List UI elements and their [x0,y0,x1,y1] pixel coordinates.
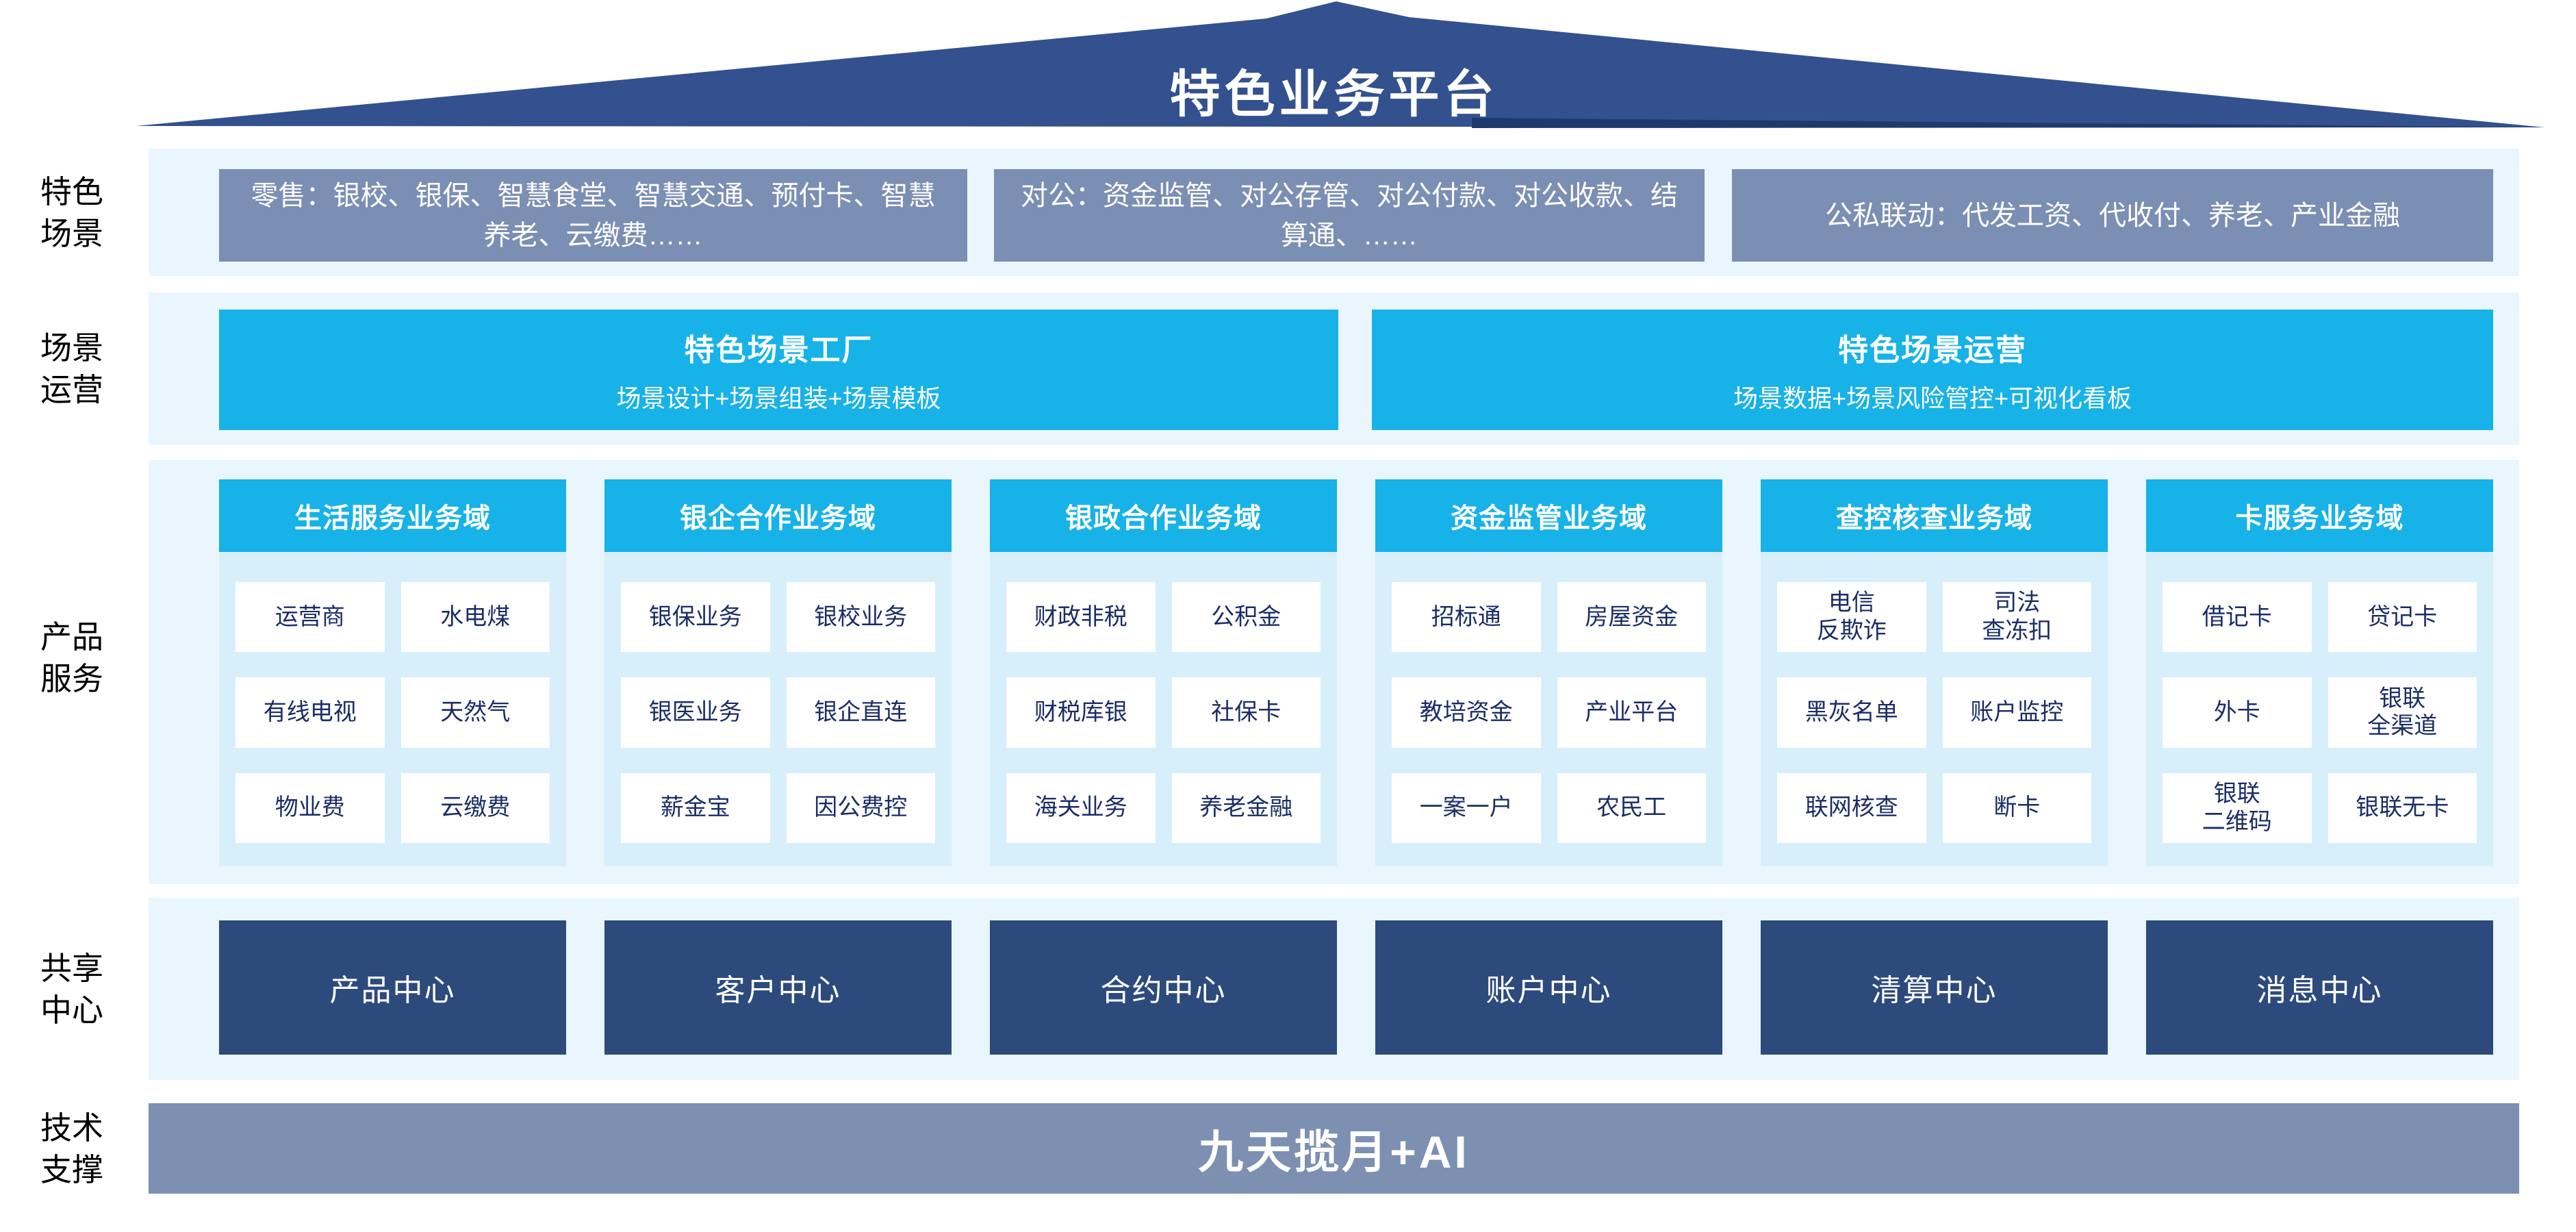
product-cell: 教培资金 [1392,677,1541,748]
center-box-product: 产品中心 [219,920,566,1055]
products-band: 生活服务业务域 运营商 水电煤 有线电视 天然气 物业费 云缴费 银企合作业务域… [149,460,2519,884]
side-label-shared: 共享 中心 [40,951,103,1028]
product-cell: 社保卡 [1171,677,1321,748]
center-box-account: 账户中心 [1375,920,1722,1055]
product-cell: 有线电视 [235,677,385,748]
product-cell: 银联 全渠道 [2328,677,2477,748]
scene-operation-subtitle: 场景数据+场景风险管控+可视化看板 [1733,384,2132,412]
column-bank-enterprise: 银企合作业务域 银保业务 银校业务 银医业务 银企直连 薪金宝 因公费控 [604,479,952,866]
column-body: 招标通 房屋资金 教培资金 产业平台 一案一户 农民工 [1375,552,1722,866]
scene-band: 零售：银校、银保、智慧食堂、智慧交通、预付卡、智慧养老、云缴费…… 对公：资金监… [149,149,2519,276]
product-cell: 电信 反欺诈 [1777,582,1926,653]
scene-factory-subtitle: 场景设计+场景组装+场景模板 [616,384,941,412]
scene-box-public-private: 公私联动：代发工资、代收付、养老、产业金融 [1732,169,2493,262]
product-cell: 公积金 [1171,582,1321,653]
product-cell: 外卡 [2163,677,2312,748]
column-body: 银保业务 银校业务 银医业务 银企直连 薪金宝 因公费控 [604,552,952,866]
product-cell: 贷记卡 [2328,582,2477,653]
product-cell: 联网核查 [1777,772,1926,843]
column-header: 银政合作业务域 [990,479,1337,552]
product-cell: 财政非税 [1006,582,1156,653]
product-cell: 账户监控 [1942,677,2091,748]
product-cell: 银企直连 [786,677,935,748]
product-cell: 财税库银 [1006,677,1156,748]
operation-band: 特色场景工厂 场景设计+场景组装+场景模板 特色场景运营 场景数据+场景风险管控… [149,292,2519,445]
column-body: 运营商 水电煤 有线电视 天然气 物业费 云缴费 [219,552,566,866]
scene-factory-title: 特色场景工厂 [684,334,873,368]
product-cell: 养老金融 [1171,772,1321,843]
product-cell: 一案一户 [1392,772,1541,843]
product-cell: 云缴费 [400,772,550,843]
product-cell: 招标通 [1392,582,1541,653]
product-cell: 因公费控 [786,772,935,843]
product-cell: 房屋资金 [1557,582,1706,653]
column-header: 卡服务业务域 [2146,479,2493,552]
product-cell: 运营商 [235,582,385,653]
side-label-tech: 技术 支撑 [40,1110,103,1187]
column-body: 电信 反欺诈 司法 查冻扣 黑灰名单 账户监控 联网核查 断卡 [1761,552,2108,866]
product-cell: 天然气 [400,677,550,748]
product-cell: 薪金宝 [621,772,770,843]
scene-factory-box: 特色场景工厂 场景设计+场景组装+场景模板 [219,310,1338,430]
column-body: 财政非税 公积金 财税库银 社保卡 海关业务 养老金融 [990,552,1337,866]
product-cell: 银联 二维码 [2163,772,2312,843]
column-life-services: 生活服务业务域 运营商 水电煤 有线电视 天然气 物业费 云缴费 [219,479,566,866]
side-label-scene: 特色 场景 [40,174,103,251]
column-card-services: 卡服务业务域 借记卡 贷记卡 外卡 银联 全渠道 银联 二维码 银联无卡 [2146,479,2493,866]
column-fund-supervision: 资金监管业务域 招标通 房屋资金 教培资金 产业平台 一案一户 农民工 [1375,479,1722,866]
shared-band: 产品中心 客户中心 合约中心 账户中心 清算中心 消息中心 [149,898,2519,1080]
roof-shape [136,1,2545,128]
tech-support-bar: 九天揽月+AI [149,1103,2519,1194]
product-cell: 断卡 [1942,772,2091,843]
column-header: 资金监管业务域 [1375,479,1722,552]
product-cell: 银医业务 [621,677,770,748]
center-box-clearing: 清算中心 [1761,920,2108,1055]
column-bank-government: 银政合作业务域 财政非税 公积金 财税库银 社保卡 海关业务 养老金融 [990,479,1337,866]
product-cell: 司法 查冻扣 [1942,582,2091,653]
center-box-customer: 客户中心 [604,920,952,1055]
scene-operation-title: 特色场景运营 [1838,334,2027,368]
page-title: 特色业务平台 [1169,66,1499,123]
scene-box-corporate: 对公：资金监管、对公存管、对公付款、对公收款、结算通、…… [994,169,1705,262]
product-cell: 借记卡 [2163,582,2312,653]
column-header: 生活服务业务域 [219,479,566,552]
product-cell: 银校业务 [786,582,935,653]
product-cell: 物业费 [235,772,385,843]
center-box-message: 消息中心 [2146,920,2493,1055]
side-label-operation: 场景 运营 [40,330,103,407]
scene-operation-box: 特色场景运营 场景数据+场景风险管控+可视化看板 [1372,310,2493,430]
column-header: 查控核查业务域 [1761,479,2108,552]
product-cell: 银联无卡 [2328,772,2477,843]
column-inspection-verification: 查控核查业务域 电信 反欺诈 司法 查冻扣 黑灰名单 账户监控 联网核查 断卡 [1761,479,2108,866]
scene-box-retail: 零售：银校、银保、智慧食堂、智慧交通、预付卡、智慧养老、云缴费…… [219,169,967,262]
column-header: 银企合作业务域 [604,479,952,552]
center-box-contract: 合约中心 [990,920,1337,1055]
product-cell: 产业平台 [1557,677,1706,748]
product-cell: 海关业务 [1006,772,1156,843]
product-cell: 水电煤 [400,582,550,653]
product-cell: 银保业务 [621,582,770,653]
column-body: 借记卡 贷记卡 外卡 银联 全渠道 银联 二维码 银联无卡 [2146,552,2493,866]
product-cell: 黑灰名单 [1777,677,1926,748]
product-cell: 农民工 [1557,772,1706,843]
side-label-products: 产品 服务 [40,619,103,696]
